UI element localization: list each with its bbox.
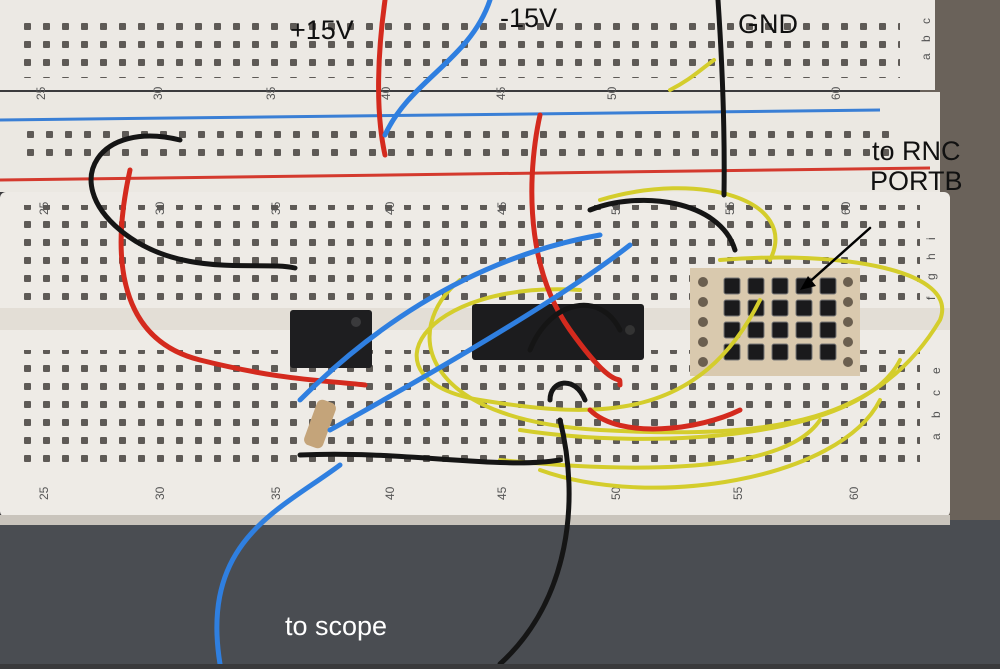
- header-pin: [819, 343, 837, 361]
- header-pin: [771, 343, 789, 361]
- top-row-number: 60: [829, 86, 843, 100]
- rail-holes: [20, 128, 900, 162]
- mid-row-number: 40: [383, 201, 397, 215]
- resistor: [304, 399, 336, 449]
- row-letter: c: [919, 18, 933, 24]
- header-pin: [795, 299, 813, 317]
- mid-row-number: 30: [153, 201, 167, 215]
- header-pin: [771, 321, 789, 339]
- header-board-hole: [698, 277, 708, 287]
- label-rnc-portb: to RNC PORTB: [870, 136, 963, 196]
- rail-blue-line: [0, 108, 881, 122]
- bottom-row-number: 25: [37, 486, 51, 500]
- bottom-row-number: 60: [847, 486, 861, 500]
- header-board-hole: [698, 317, 708, 327]
- row-letter: g: [924, 273, 938, 280]
- mid-row-number: 35: [269, 201, 283, 215]
- board-edge: [0, 515, 950, 525]
- top-row-number: 45: [494, 86, 508, 100]
- header-board-hole: [843, 297, 853, 307]
- label-rnc-line2: PORTB: [870, 165, 963, 196]
- row-letter: b: [919, 35, 933, 42]
- header-board-hole: [843, 337, 853, 347]
- bottom-row-number: 30: [153, 486, 167, 500]
- header-pin: [723, 299, 741, 317]
- row-letter: a: [919, 53, 933, 60]
- header-pin: [771, 299, 789, 317]
- header-pin: [819, 277, 837, 295]
- header-board-hole: [843, 357, 853, 367]
- bottom-row-number: 50: [609, 486, 623, 500]
- top-row-number: 50: [605, 86, 619, 100]
- label-rnc-line1: to RNC: [872, 136, 961, 166]
- top-row-number: 30: [151, 86, 165, 100]
- header-board-hole: [698, 337, 708, 347]
- top-row-number: 35: [264, 86, 278, 100]
- mid-row-number: 60: [839, 201, 853, 215]
- label-to-scope: to scope: [285, 611, 388, 641]
- bottom-row-number: 35: [269, 486, 283, 500]
- wires: [88, 0, 945, 667]
- bottom-row-number: 55: [731, 486, 745, 500]
- bottom-row-number: 40: [383, 486, 397, 500]
- header-pin: [771, 277, 789, 295]
- label-gnd: GND: [738, 9, 798, 39]
- ic-chip-14pin: [472, 304, 644, 360]
- mid-row-number: 45: [495, 201, 509, 215]
- row-letter: e: [929, 367, 943, 374]
- header-pin: [747, 321, 765, 339]
- bottom-row-number: 45: [495, 486, 509, 500]
- mid-row-number: 55: [723, 201, 737, 215]
- header-pin: [795, 343, 813, 361]
- header-pin: [723, 321, 741, 339]
- header-pin: [723, 277, 741, 295]
- top-row-number: 25: [34, 86, 48, 100]
- label-plus-15v: +15V: [290, 15, 354, 45]
- header-pin: [819, 299, 837, 317]
- row-letter: h: [924, 253, 938, 260]
- header-board-hole: [698, 357, 708, 367]
- header-board-hole: [698, 297, 708, 307]
- header-pin: [795, 321, 813, 339]
- header-pins: [698, 277, 853, 367]
- row-letter: c: [929, 390, 943, 396]
- mid-row-number: 25: [37, 201, 51, 215]
- header-pin: [747, 277, 765, 295]
- header-board-hole: [843, 277, 853, 287]
- header-pin: [819, 321, 837, 339]
- label-minus-15v: -15V: [500, 3, 558, 33]
- rail-red-line: [0, 166, 931, 182]
- header-pin: [747, 343, 765, 361]
- row-letter: b: [929, 411, 943, 418]
- row-letter: i: [924, 237, 938, 240]
- row-letter: f: [924, 296, 938, 300]
- top-row-number: 40: [379, 86, 393, 100]
- header-board-hole: [843, 317, 853, 327]
- row-letter: a: [929, 433, 943, 440]
- table-surface: [0, 520, 1000, 664]
